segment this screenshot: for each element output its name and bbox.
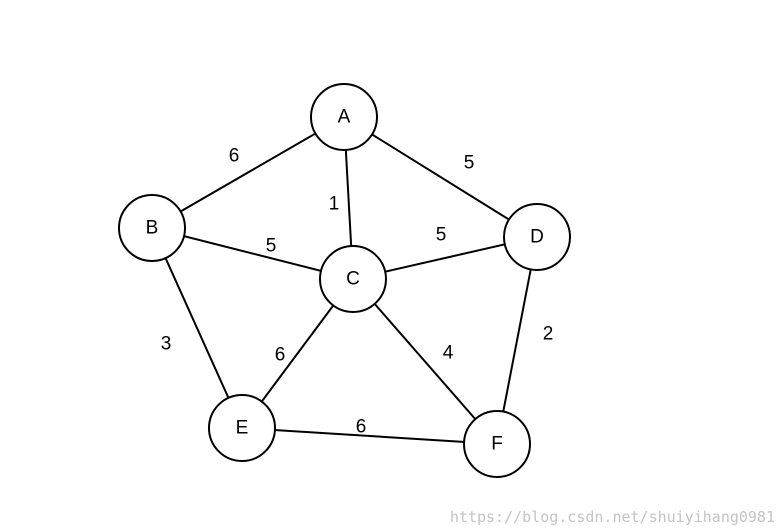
edge-weight-a-c: 1 [329,194,340,215]
edge-weight-b-c: 5 [266,236,277,257]
node-label: A [338,107,351,128]
edge-weight-e-f: 6 [356,417,367,438]
edge-line [343,116,538,238]
edge-weight-a-d: 5 [464,153,475,174]
nodes-layer: A B C D E F [118,83,571,478]
edge-b-e [151,227,243,429]
edge-line [151,227,243,429]
edge-a-d [343,116,538,238]
edge-weight-c-d: 5 [436,225,447,246]
node-d: D [503,203,571,271]
edge-weight-b-e: 3 [161,334,172,355]
edge-weight-d-f: 2 [543,324,554,345]
edge-line [151,116,345,229]
node-a: A [310,83,378,151]
node-circle [118,194,186,262]
edge-line [352,278,498,445]
weights-layer: 6 1 5 5 5 3 6 4 2 6 [161,146,554,438]
edge-line [496,236,538,445]
node-label: B [146,218,159,239]
node-label: C [346,269,360,290]
edge-weight-a-b: 6 [229,146,240,167]
node-label: D [530,227,544,248]
node-b: B [118,194,186,262]
edge-a-b [151,116,345,229]
edge-line [241,427,498,445]
edge-weight-c-e: 6 [275,345,286,366]
node-label: F [491,434,503,455]
node-circle [319,245,387,313]
node-circle [208,394,276,462]
edge-e-f [241,427,498,445]
edge-b-c [151,227,354,280]
node-c: C [319,245,387,313]
node-label: E [236,418,249,439]
edge-c-f [352,278,498,445]
watermark-text: https://blog.csdn.net/shuiyihang0981 [449,508,775,526]
node-e: E [208,394,276,462]
edge-weight-c-f: 4 [443,343,454,364]
node-circle [310,83,378,151]
node-circle [463,410,531,478]
node-circle [503,203,571,271]
node-f: F [463,410,531,478]
edge-line [151,227,354,280]
edge-d-f [496,236,538,445]
